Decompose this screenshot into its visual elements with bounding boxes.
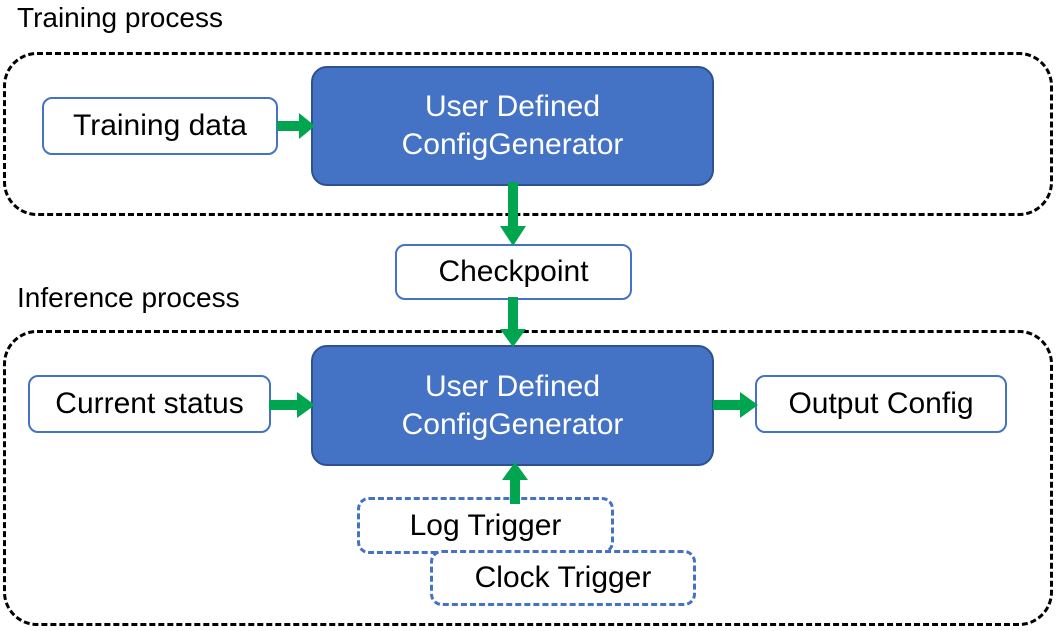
node-checkpoint[interactable]: Checkpoint: [395, 244, 632, 300]
node-inference-config-generator[interactable]: User Defined ConfigGenerator: [311, 345, 714, 466]
node-training-config-generator-line1: User Defined: [424, 90, 601, 123]
arrow-training-data-to-generator-icon: [277, 111, 317, 141]
node-log-trigger[interactable]: Log Trigger: [357, 497, 614, 554]
node-clock-trigger[interactable]: Clock Trigger: [430, 550, 696, 606]
arrow-generator-to-checkpoint-icon: [498, 182, 528, 248]
arrow-triggers-to-generator-icon: [500, 462, 530, 504]
node-inference-config-generator-line2: ConfigGenerator: [401, 407, 624, 441]
node-training-config-generator[interactable]: User Defined ConfigGenerator: [311, 66, 714, 186]
node-inference-config-generator-line1: User Defined: [424, 369, 601, 403]
inference-process-caption: Inference process: [17, 282, 240, 313]
inference-process-group: [3, 330, 1053, 626]
arrow-current-status-to-generator-icon: [269, 390, 317, 420]
node-current-status[interactable]: Current status: [28, 375, 271, 433]
node-training-data[interactable]: Training data: [42, 97, 278, 155]
arrow-generator-to-output-config-icon: [713, 390, 760, 420]
node-output-config[interactable]: Output Config: [755, 375, 1007, 433]
training-process-caption: Training process: [17, 2, 223, 33]
training-process-group: [3, 52, 1053, 216]
arrow-checkpoint-to-generator-icon: [498, 297, 528, 349]
node-training-config-generator-line2: ConfigGenerator: [401, 128, 624, 161]
